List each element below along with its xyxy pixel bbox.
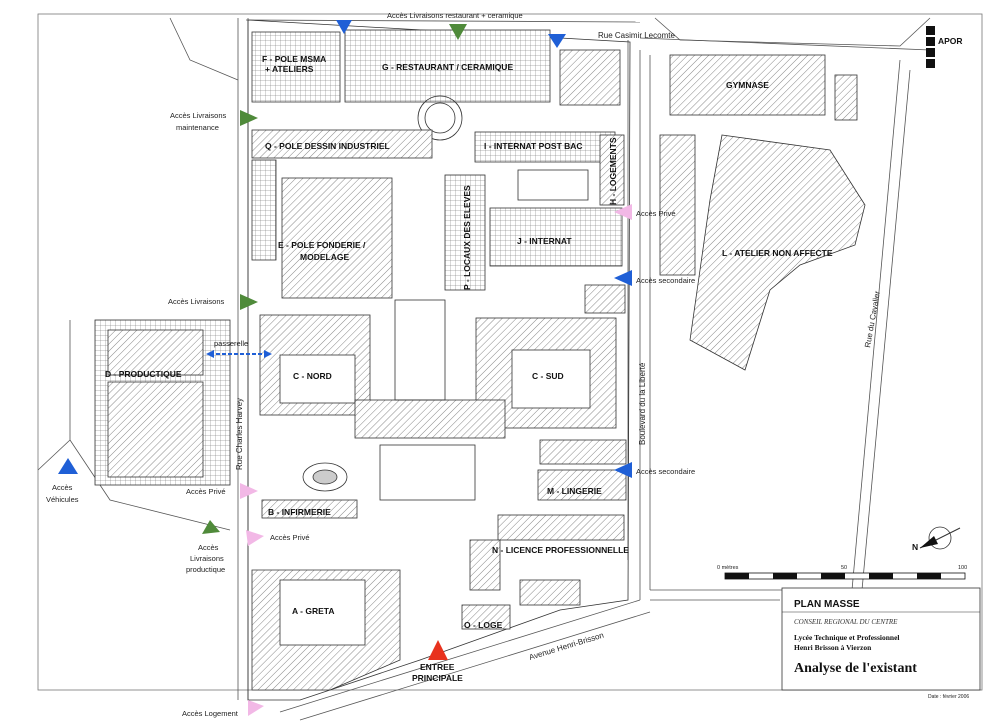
street-cavalier: Rue du Cavalier: [863, 290, 882, 348]
street-liberte: Boulevard du la Liberté: [638, 362, 647, 445]
street-casimir: Rue Casimir Lecomte: [598, 31, 675, 40]
plan-date: Date : février 2006: [928, 694, 969, 700]
scale-hundred: 100: [958, 565, 967, 571]
access-vehicules: Accès: [52, 483, 73, 492]
label-i: I - INTERNAT POST BAC: [484, 141, 583, 151]
roads: [37, 17, 931, 721]
label-gymnase: GYMNASE: [726, 80, 769, 90]
label-m: M - LINGERIE: [547, 486, 602, 496]
building-j: [489, 207, 623, 267]
building-c-connector: [354, 399, 506, 439]
access-marker-green: [202, 520, 220, 534]
access-marker-pink: [248, 700, 264, 716]
passerelle-arrow: [206, 350, 272, 358]
access-marker-green: [449, 24, 467, 40]
scale-fifty: 50: [841, 565, 847, 571]
buildings: [94, 29, 866, 691]
label-j: J - INTERNAT: [517, 236, 572, 246]
access-vehicules2: Véhicules: [46, 495, 79, 504]
building-gymnase: [669, 54, 826, 116]
building-q-wing: [251, 159, 277, 261]
building-m: [537, 469, 627, 501]
label-c-nord: C - NORD: [293, 371, 332, 381]
label-entree: ENTREE: [420, 662, 455, 672]
access-logement: Accès Logement: [182, 709, 239, 718]
access-secondaire2: Accès secondaire: [636, 467, 695, 476]
access-prive-top: Accès Privé: [636, 209, 676, 218]
label-q: Q - POLE DESSIN INDUSTRIEL: [265, 141, 390, 151]
access-livr-prod: Accès: [198, 543, 219, 552]
building-i: [474, 131, 616, 163]
building-h: [599, 134, 625, 206]
plan-title: PLAN MASSE: [794, 599, 860, 610]
street-harvey: Rue Charles Harvey: [235, 398, 244, 470]
access-passerelle: passerelle: [214, 339, 248, 348]
access-marker-pink: [614, 204, 632, 220]
title-block: PLAN MASSE CONSEIL REGIONAL DU CENTRE Ly…: [781, 587, 981, 700]
building-b: [261, 499, 358, 519]
access-secondaire1: Accès secondaire: [636, 276, 695, 285]
access-labels: Accès Livraisons restaurant + ceramique …: [46, 11, 695, 718]
access-marker-blue: [336, 20, 352, 34]
building-p: [444, 174, 486, 291]
access-livr-maint: Accès Livraisons: [170, 111, 227, 120]
access-marker-blue: [58, 458, 78, 474]
label-d: D - PRODUCTIQUE: [105, 369, 182, 379]
access-marker-blue: [548, 34, 566, 48]
building-g-annex: [559, 49, 621, 106]
logo: APOR: [926, 26, 963, 68]
scale-bar: 0 mètres 50 100: [717, 565, 967, 580]
label-p: P - LOCAUX DES ELEVES: [462, 185, 472, 290]
access-livr: Accès Livraisons: [168, 297, 225, 306]
building-g: [344, 29, 551, 103]
north-label: N: [912, 542, 918, 552]
access-marker-blue: [614, 270, 632, 286]
label-f: F - POLE MSMA: [262, 54, 326, 64]
central-courtyard: [302, 299, 476, 501]
label-n: N - LICENCE PROFESSIONNELLE: [492, 545, 629, 555]
label-b: B - INFIRMERIE: [268, 507, 331, 517]
campus-boundary: [247, 19, 631, 701]
school-line2: Henri Brisson à Vierzon: [794, 643, 872, 652]
access-marker-blue: [614, 462, 632, 478]
access-livr-rest: Accès Livraisons restaurant + ceramique: [387, 11, 523, 20]
label-entree2: PRINCIPALE: [412, 673, 463, 683]
label-a: A - GRETA: [292, 606, 335, 616]
plan-subject: Analyse de l'existant: [794, 661, 917, 676]
label-e: E - POLE FONDERIE /: [278, 240, 366, 250]
client-name: CONSEIL REGIONAL DU CENTRE: [794, 618, 898, 626]
label-h: H - LOGEMENTS: [608, 137, 618, 205]
access-prive-a: Accès Privé: [270, 533, 310, 542]
building-q: [251, 129, 433, 159]
access-markers: [58, 20, 632, 716]
access-marker-pink: [240, 483, 258, 499]
main-entrance-marker: [428, 640, 448, 660]
building-l: [689, 134, 866, 371]
access-prive-b: Accès Privé: [186, 487, 226, 496]
plan-frame: [37, 13, 983, 691]
label-l: L - ATELIER NON AFFECTE: [722, 248, 833, 258]
building-f: [251, 31, 341, 103]
building-n: [497, 514, 625, 541]
access-livr-prod3: productique: [186, 565, 225, 574]
access-marker-pink: [246, 530, 264, 546]
access-livr-prod2: Livraisons: [190, 554, 224, 563]
building-o: [461, 604, 511, 630]
label-f2: + ATELIERS: [265, 64, 314, 74]
access-marker-green: [240, 110, 258, 126]
logo-text: APOR: [938, 36, 963, 46]
label-g: G - RESTAURANT / CERAMIQUE: [382, 62, 513, 72]
label-o: O - LOGE: [464, 620, 503, 630]
building-labels: F - POLE MSMA + ATELIERS G - RESTAURANT …: [105, 54, 833, 683]
courtyard-circle: [417, 95, 463, 141]
north-arrow: N: [912, 526, 961, 552]
label-e2: MODELAGE: [300, 252, 349, 262]
school-line1: Lycée Technique et Professionnel: [794, 633, 900, 642]
scale-zero: 0 mètres: [717, 565, 739, 571]
label-c-sud: C - SUD: [532, 371, 564, 381]
access-livr-maint2: maintenance: [176, 123, 219, 132]
access-marker-green: [240, 294, 258, 310]
building-e: [281, 177, 393, 299]
